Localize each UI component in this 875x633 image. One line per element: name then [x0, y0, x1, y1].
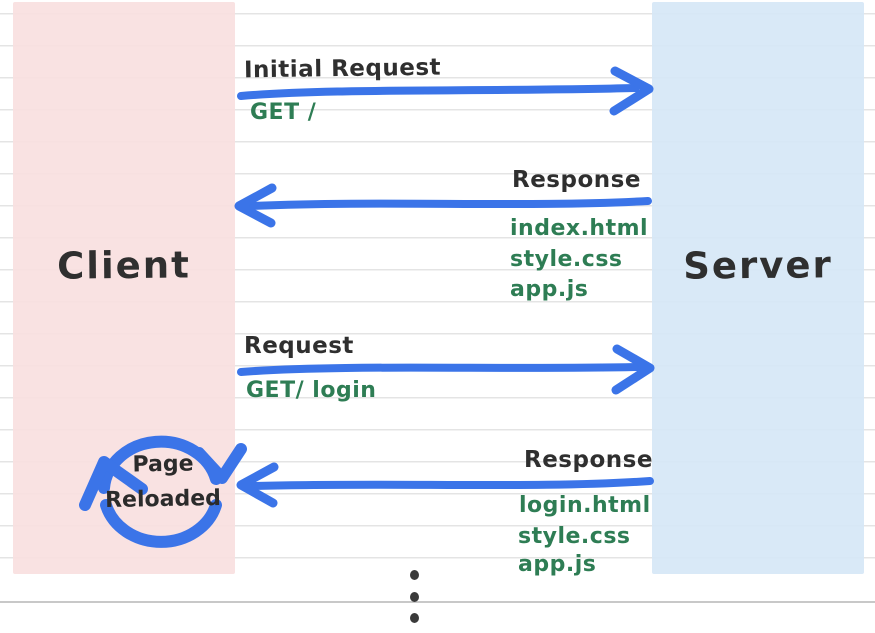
response-2-file-3: app.js: [518, 552, 597, 577]
response-1-file-1: index.html: [510, 216, 649, 241]
page-reloaded-label-line1: Page: [132, 451, 194, 478]
ellipsis-dot: [410, 613, 419, 623]
response-arrow-1: [234, 183, 652, 228]
response-2-file-1: login.html: [519, 493, 651, 518]
request-label: Request: [244, 333, 354, 359]
refresh-cycle-icon: [79, 435, 247, 548]
request-arrow: [237, 344, 655, 395]
initial-request-detail: GET /: [250, 100, 317, 125]
response-1-file-2: style.css: [510, 247, 623, 272]
page-reloaded-label-line2: Reloaded: [104, 485, 222, 514]
initial-request-arrow: [237, 66, 654, 116]
server-actor-box: [652, 2, 864, 574]
ellipsis-dot: [410, 592, 419, 602]
ellipsis-dot: [410, 570, 419, 580]
request-detail: GET/ login: [246, 378, 377, 403]
response-2-file-2: style.css: [518, 524, 631, 549]
response-1-label: Response: [512, 167, 641, 193]
bottom-rule-line: [0, 601, 875, 603]
response-2-label: Response: [524, 447, 653, 473]
response-1-file-3: app.js: [510, 277, 589, 302]
response-arrow-2: [236, 462, 654, 508]
initial-request-label: Initial Request: [243, 54, 442, 84]
